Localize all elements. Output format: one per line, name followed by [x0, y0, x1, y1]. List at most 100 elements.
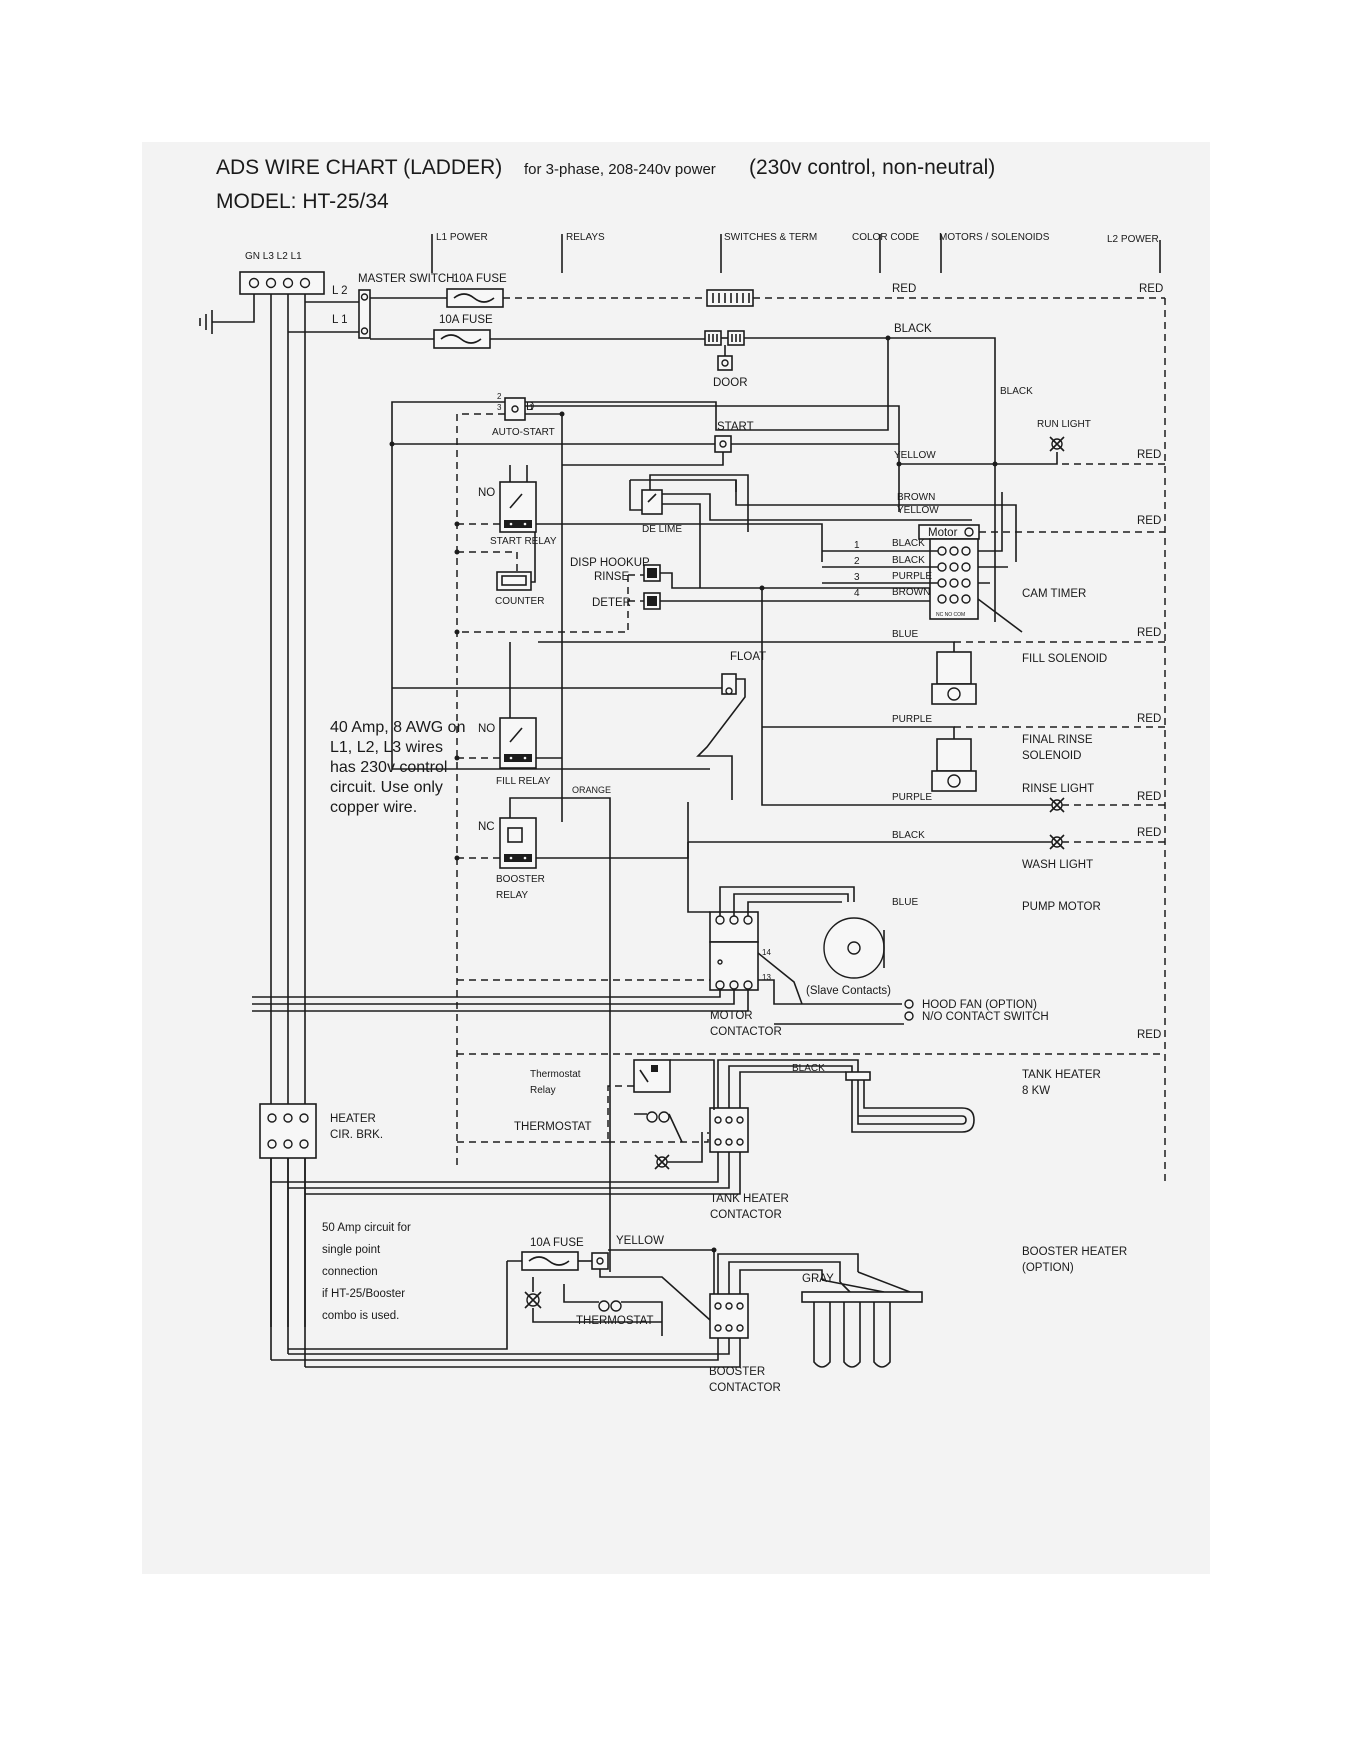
rinse-wash-lights: RINSE LIGHT PURPLE RED BLACK RED WASH LI… [688, 783, 1165, 871]
booster-heater-label-1: BOOSTER HEATER [1022, 1246, 1127, 1258]
wire-red-wash: RED [1137, 827, 1161, 839]
header-color-code: COLOR CODE [852, 232, 920, 243]
booster-contactor: BOOSTER CONTACTOR GRAY [271, 1253, 859, 1394]
auto-start-label: AUTO-START [492, 427, 555, 438]
thermostat-relay-label-1: Thermostat [530, 1069, 581, 1080]
wire-red-top-right: RED [1139, 283, 1163, 295]
cam-number-4: 4 [854, 588, 860, 599]
run-light-label: RUN LIGHT [1037, 419, 1091, 430]
final-rinse-label-2: SOLENOID [1022, 750, 1081, 762]
wire-note-line-2: L1, L2, L3 wires [330, 739, 443, 756]
tank-heater-contactor: TANK HEATER CONTACTOR BLACK [271, 1059, 859, 1221]
fill-relay: NO FILL RELAY [454, 642, 562, 787]
fill-solenoid-label: FILL SOLENOID [1022, 653, 1107, 665]
motor-contactor: 14 13 MOTOR CONTACTOR BLUE [252, 842, 918, 1038]
heater-circuit-breaker: HEATER CIR. BRK. [259, 1103, 383, 1159]
auto-contact-3: 3 [497, 403, 502, 412]
wire-black-cam2: BLACK [892, 555, 925, 566]
wire-yellow-delime: YELLOW [897, 505, 939, 516]
booster-relay: ORANGE NC BOOSTER RELAY [454, 785, 689, 1272]
circuit-note-line-5: combo is used. [322, 1310, 399, 1322]
header-switches: SWITCHES & TERM [724, 232, 817, 243]
booster-relay-label-2: RELAY [496, 890, 528, 901]
wire-black-wash: BLACK [892, 830, 925, 841]
auto-contact-1: 1 [529, 403, 534, 412]
hood-fan-label: HOOD FAN (OPTION) [922, 999, 1037, 1011]
terminal-label: GN L3 L2 L1 [245, 251, 302, 262]
hood-fan: HOOD FAN (OPTION) N/O CONTACT SWITCH RED [457, 999, 1165, 1055]
wire-black-vertical: BLACK [1000, 386, 1033, 397]
wire-purple-final: PURPLE [892, 714, 932, 725]
nc-label-booster: NC [478, 821, 495, 833]
title-main: ADS WIRE CHART (LADDER) [216, 156, 502, 179]
contact-13: 13 [762, 973, 771, 982]
wire-purple-cam3: PURPLE [892, 571, 932, 582]
heater-brk-label-2: CIR. BRK. [330, 1129, 383, 1141]
header-l1-power: L1 POWER [436, 232, 488, 243]
wire-yellow-booster: YELLOW [616, 1235, 664, 1247]
wire-note-line-1: 40 Amp, 8 AWG on [330, 719, 465, 736]
booster-fuse: 10A FUSE YELLOW [288, 1235, 717, 1350]
feeder-bottom [270, 1158, 306, 1367]
final-rinse-label-1: FINAL RINSE [1022, 734, 1093, 746]
fuse-top-label: 10A FUSE [453, 273, 507, 285]
fill-solenoid: BLUE FILL SOLENOID RED [782, 627, 1165, 705]
booster-light-thermostat: THERMOSTAT [524, 1277, 663, 1336]
header-l2-power: L2 POWER [1107, 234, 1159, 245]
float-switch: FLOAT [392, 641, 782, 800]
wire-red-run: RED [1137, 449, 1161, 461]
tank-heater: TANK HEATER 8 KW [845, 1069, 1101, 1133]
wire-note: 40 Amp, 8 AWG on L1, L2, L3 wires has 23… [330, 719, 465, 816]
cam-timer-label: CAM TIMER [1022, 588, 1086, 600]
rinse-light-label: RINSE LIGHT [1022, 783, 1094, 795]
circuit-note-line-2: single point [322, 1244, 381, 1256]
wire-blue-pump: BLUE [892, 897, 918, 908]
deter-label: DETER [592, 597, 631, 609]
wire-brown-delime: BROWN [897, 492, 935, 503]
header-motors: MOTORS / SOLENOIDS [939, 232, 1050, 243]
pump-motor-label: PUMP MOTOR [1022, 901, 1101, 913]
fuse-booster-label: 10A FUSE [530, 1237, 584, 1249]
wire-black-door: BLACK [894, 323, 932, 335]
wash-light-label: WASH LIGHT [1022, 859, 1093, 871]
wire-black-tank: BLACK [792, 1063, 825, 1074]
delime-switch: DE LIME BROWN YELLOW [629, 474, 1017, 588]
l1-label: L 1 [332, 314, 348, 326]
fuse-second-label: 10A FUSE [439, 314, 493, 326]
circuit-note: 50 Amp circuit for single point connecti… [322, 1222, 411, 1322]
start-relay: NO START RELAY [454, 465, 823, 562]
cam-number-2: 2 [854, 556, 860, 567]
wire-gray-booster: GRAY [802, 1273, 834, 1285]
booster-heater-label-2: (OPTION) [1022, 1262, 1074, 1274]
wire-red-top: RED [892, 283, 916, 295]
contact-switch-label: N/O CONTACT SWITCH [922, 1011, 1049, 1023]
pump-motor: PUMP MOTOR (Slave Contacts) [806, 901, 1101, 997]
auto-start-switch: RED 2 3 1 AUTO-START [456, 392, 900, 1167]
final-rinse-solenoid: PURPLE FINAL RINSE SOLENOID RED [761, 588, 1165, 806]
thermostat-relay-label-2: Relay [530, 1085, 556, 1096]
no-label-start: NO [478, 487, 495, 499]
booster-contactor-label-2: CONTACTOR [709, 1382, 781, 1394]
tank-contactor-label-2: CONTACTOR [710, 1209, 782, 1221]
wire-blue-fill: BLUE [892, 629, 918, 640]
booster-contactor-label-1: BOOSTER [709, 1366, 765, 1378]
wire-red-rinse: RED [1137, 791, 1161, 803]
model-title: MODEL: HT-25/34 [216, 190, 389, 213]
wire-note-line-4: circuit. Use only [330, 779, 443, 796]
thermostat-label: THERMOSTAT [514, 1121, 592, 1133]
wire-black-cam1: BLACK [892, 538, 925, 549]
counter-label: COUNTER [495, 596, 544, 607]
circuit-note-line-3: connection [322, 1266, 378, 1278]
motor-contactor-label-2: CONTACTOR [710, 1026, 782, 1038]
auto-contact-2: 2 [497, 392, 502, 401]
tank-heater-label-2: 8 KW [1022, 1085, 1050, 1097]
counter: COUNTER [454, 532, 544, 607]
start-switch: START YELLOW [389, 421, 1047, 467]
title-control: (230v control, non-neutral) [749, 156, 995, 179]
wire-red-final: RED [1137, 713, 1161, 725]
cam-number-1: 1 [854, 540, 860, 551]
wire-orange: ORANGE [572, 785, 611, 795]
start-relay-label: START RELAY [490, 536, 557, 547]
red-top-line: RED RED [503, 283, 1166, 1182]
timer-terminals: NC NO COM [936, 612, 965, 618]
